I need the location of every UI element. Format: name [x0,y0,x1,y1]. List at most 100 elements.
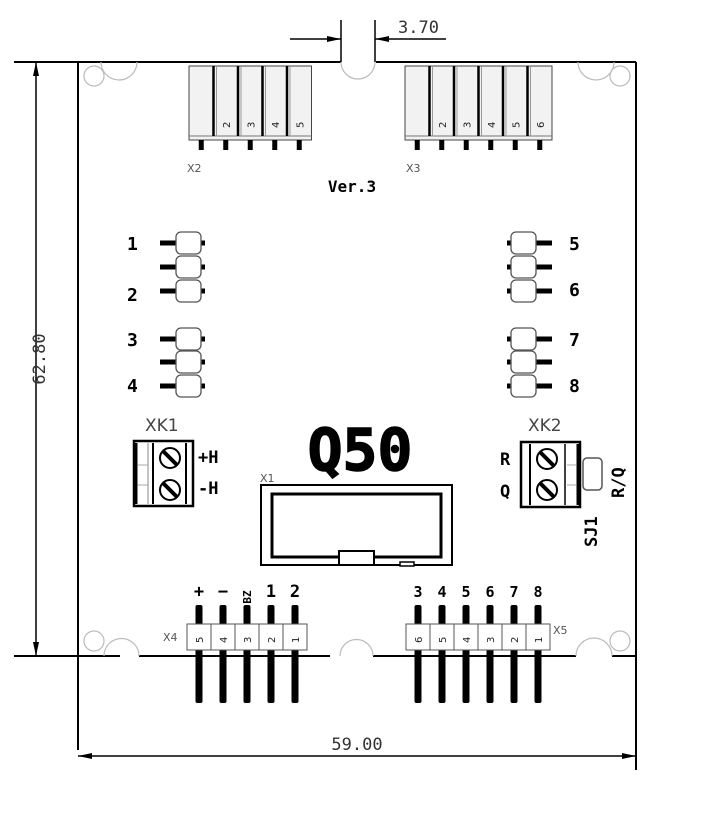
header-pin [243,605,251,703]
led [507,350,552,374]
terminal-xk1-label-minus-h: -H [198,479,218,499]
led [507,374,552,398]
board-version: Ver.3 [328,177,376,196]
pin-signal-label: 6 [485,583,494,601]
header-pin [439,140,445,150]
connector-x4-ref: X4 [163,631,178,644]
header-pin [195,605,203,703]
pin-number: 6 [414,637,425,643]
dimension-height-label: 62.80 [30,333,50,384]
header-pin [463,140,469,150]
led-label-4: 4 [127,376,138,397]
pin-signal-label: 3 [413,583,422,601]
led [507,279,552,303]
led-label-6: 6 [569,280,580,301]
terminal-xk1-ref: XK1 [145,416,179,436]
header-pin [219,605,227,703]
led-label-3: 3 [127,330,138,351]
led [160,231,205,255]
connector-x2-ref: X2 [187,162,202,175]
pin-number: 3 [486,637,497,643]
header-pin [537,140,543,150]
pin-number: 1 [291,637,302,643]
mounting-hole-top-left [83,65,105,87]
led [160,350,205,374]
pin-number: 2 [222,122,233,128]
pin-signal-label: BZ [241,590,254,604]
led [160,279,205,303]
dimension-notch-label: 3.70 [398,18,439,38]
board-model-title: Q50 [308,416,413,484]
pin-number: 5 [195,637,206,643]
dimension-notch [290,20,446,62]
pin-number: 2 [438,122,449,128]
screw-icon [536,479,558,501]
pin-signal-label: 1 [266,582,276,602]
header-pin [486,605,494,703]
pin-signal-label: + [194,582,204,602]
mounting-hole-bottom-right [609,630,631,652]
notch-top-right [577,61,615,81]
led [507,327,552,351]
header-pin [488,140,494,150]
led [507,231,552,255]
pin-number: 2 [510,637,521,643]
header-pin [512,140,518,150]
led-label-8: 8 [569,376,580,397]
mounting-holes [83,61,631,657]
header-pin [414,605,422,703]
led [160,374,205,398]
header-pin [510,605,518,703]
pin-signal-label: 7 [509,583,518,601]
notch-top-center [340,61,376,80]
terminal-block-xk1[interactable] [132,439,195,508]
header-pin [296,140,302,150]
solder-jumper-sj1-label: R/Q [609,467,629,498]
pin-number: 1 [534,637,545,643]
pin-number: 4 [462,637,473,643]
header-pin [462,605,470,703]
notch-bottom-left [103,637,140,657]
mounting-hole-bottom-left [83,630,105,652]
screw-icon [159,447,181,469]
terminal-block-xk2[interactable] [519,440,582,509]
mounting-hole-top-right [609,65,631,87]
board-outline [14,61,637,770]
notch-bottom-center [339,638,374,657]
led-group-right [507,231,552,398]
connector-x1-ref: X1 [260,472,275,485]
led-label-7: 7 [569,330,580,351]
terminal-xk2-label-r: R [500,450,511,470]
pin-number: 4 [219,637,230,643]
dimension-width-label: 59.00 [331,735,382,755]
screw-icon [536,448,558,470]
led-label-1: 1 [127,234,138,255]
header-pin [223,140,229,150]
connector-x1[interactable] [260,484,453,567]
header-pin [291,605,299,703]
pin-number: 4 [487,122,498,128]
pin-signal-label: 8 [533,583,542,601]
pin-number: 2 [267,637,278,643]
pin-signal-label: 5 [461,583,470,601]
terminal-xk2-label-q: Q [500,482,510,502]
pin-number: 3 [462,122,473,128]
header-pin [247,140,253,150]
notch-bottom-right [575,637,613,657]
led-label-2: 2 [127,285,138,306]
led [160,255,205,279]
pin-signal-label: 4 [437,583,446,601]
pin-number: 5 [295,122,306,128]
led-label-5: 5 [569,234,580,255]
header-pin [267,605,275,703]
connector-x3-ref: X3 [406,162,421,175]
connector-x5-ref: X5 [553,624,568,637]
solder-jumper-sj1[interactable] [582,457,603,491]
header-pin [272,140,278,150]
led-group-left [160,231,205,398]
